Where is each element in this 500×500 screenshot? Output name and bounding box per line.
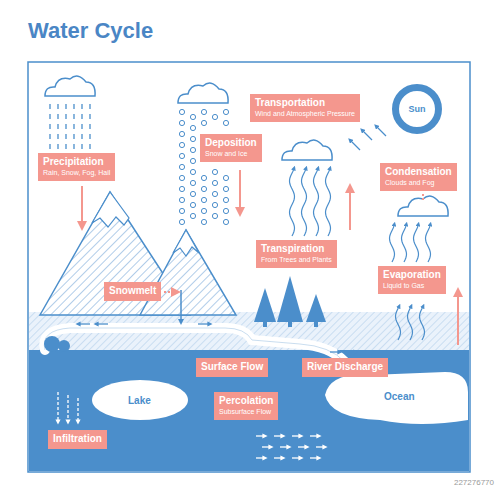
label-heading: Evaporation [383,269,441,281]
process-label: CondensationClouds and Fog [380,163,457,191]
watermark-number: 227276770 [454,478,494,487]
lake-shape [92,380,188,420]
bush [44,336,60,352]
label-heading: Transpiration [261,243,332,255]
label-heading: Infiltration [53,433,102,445]
label-subtitle: Subsurface Flow [219,407,273,416]
label-heading: Transportation [255,97,355,109]
ocean-shape [325,372,468,424]
process-label: EvaporationLiquid to Gas [378,266,446,294]
process-label: PercolationSubsurface Flow [214,392,278,420]
label-subtitle: Liquid to Gas [383,281,441,290]
process-label: TranspirationFrom Trees and Plants [256,240,337,268]
groundwater [29,350,469,471]
sun-circle: Sun [392,84,442,134]
label-heading: Deposition [205,137,257,149]
snow-cap [173,230,199,256]
process-label: River Discharge [302,358,388,377]
trees [254,276,326,327]
process-label: TransportationWind and Atmospheric Press… [250,94,360,122]
clouds [45,76,448,216]
label-subtitle: Wind and Atmospheric Pressure [255,109,355,118]
water-body-label: Ocean [378,389,421,405]
water-body-label: Lake [122,393,157,409]
bush [58,340,70,352]
process-arrows [82,170,458,345]
label-heading: Percolation [219,395,273,407]
rain [50,104,90,149]
process-label: DepositionSnow and Ice [200,134,262,162]
label-subtitle: Rain, Snow, Fog, Hail [43,168,110,177]
river-edge [44,328,345,362]
label-heading: Surface Flow [201,361,263,373]
process-label: Surface Flow [196,358,268,377]
snow-cap [92,192,129,227]
process-label: Snowmelt [104,282,161,301]
label-heading: Lake [128,395,151,407]
label-subtitle: Snow and Ice [205,149,257,158]
process-label: PrecipitationRain, Snow, Fog, Hail [38,153,115,181]
label-heading: Precipitation [43,156,110,168]
mountain [140,230,236,315]
label-heading: Ocean [384,391,415,403]
river [44,328,345,362]
process-label: Infiltration [48,430,107,449]
frame [28,62,470,472]
snow [179,109,228,224]
label-heading: Sun [409,104,426,114]
label-subtitle: From Trees and Plants [261,255,332,264]
label-subtitle: Clouds and Fog [385,178,452,187]
label-heading: Snowmelt [109,285,156,297]
meltwater [180,290,182,322]
label-heading: Condensation [385,166,452,178]
diagram-title: Water Cycle [28,18,153,44]
label-heading: River Discharge [307,361,383,373]
